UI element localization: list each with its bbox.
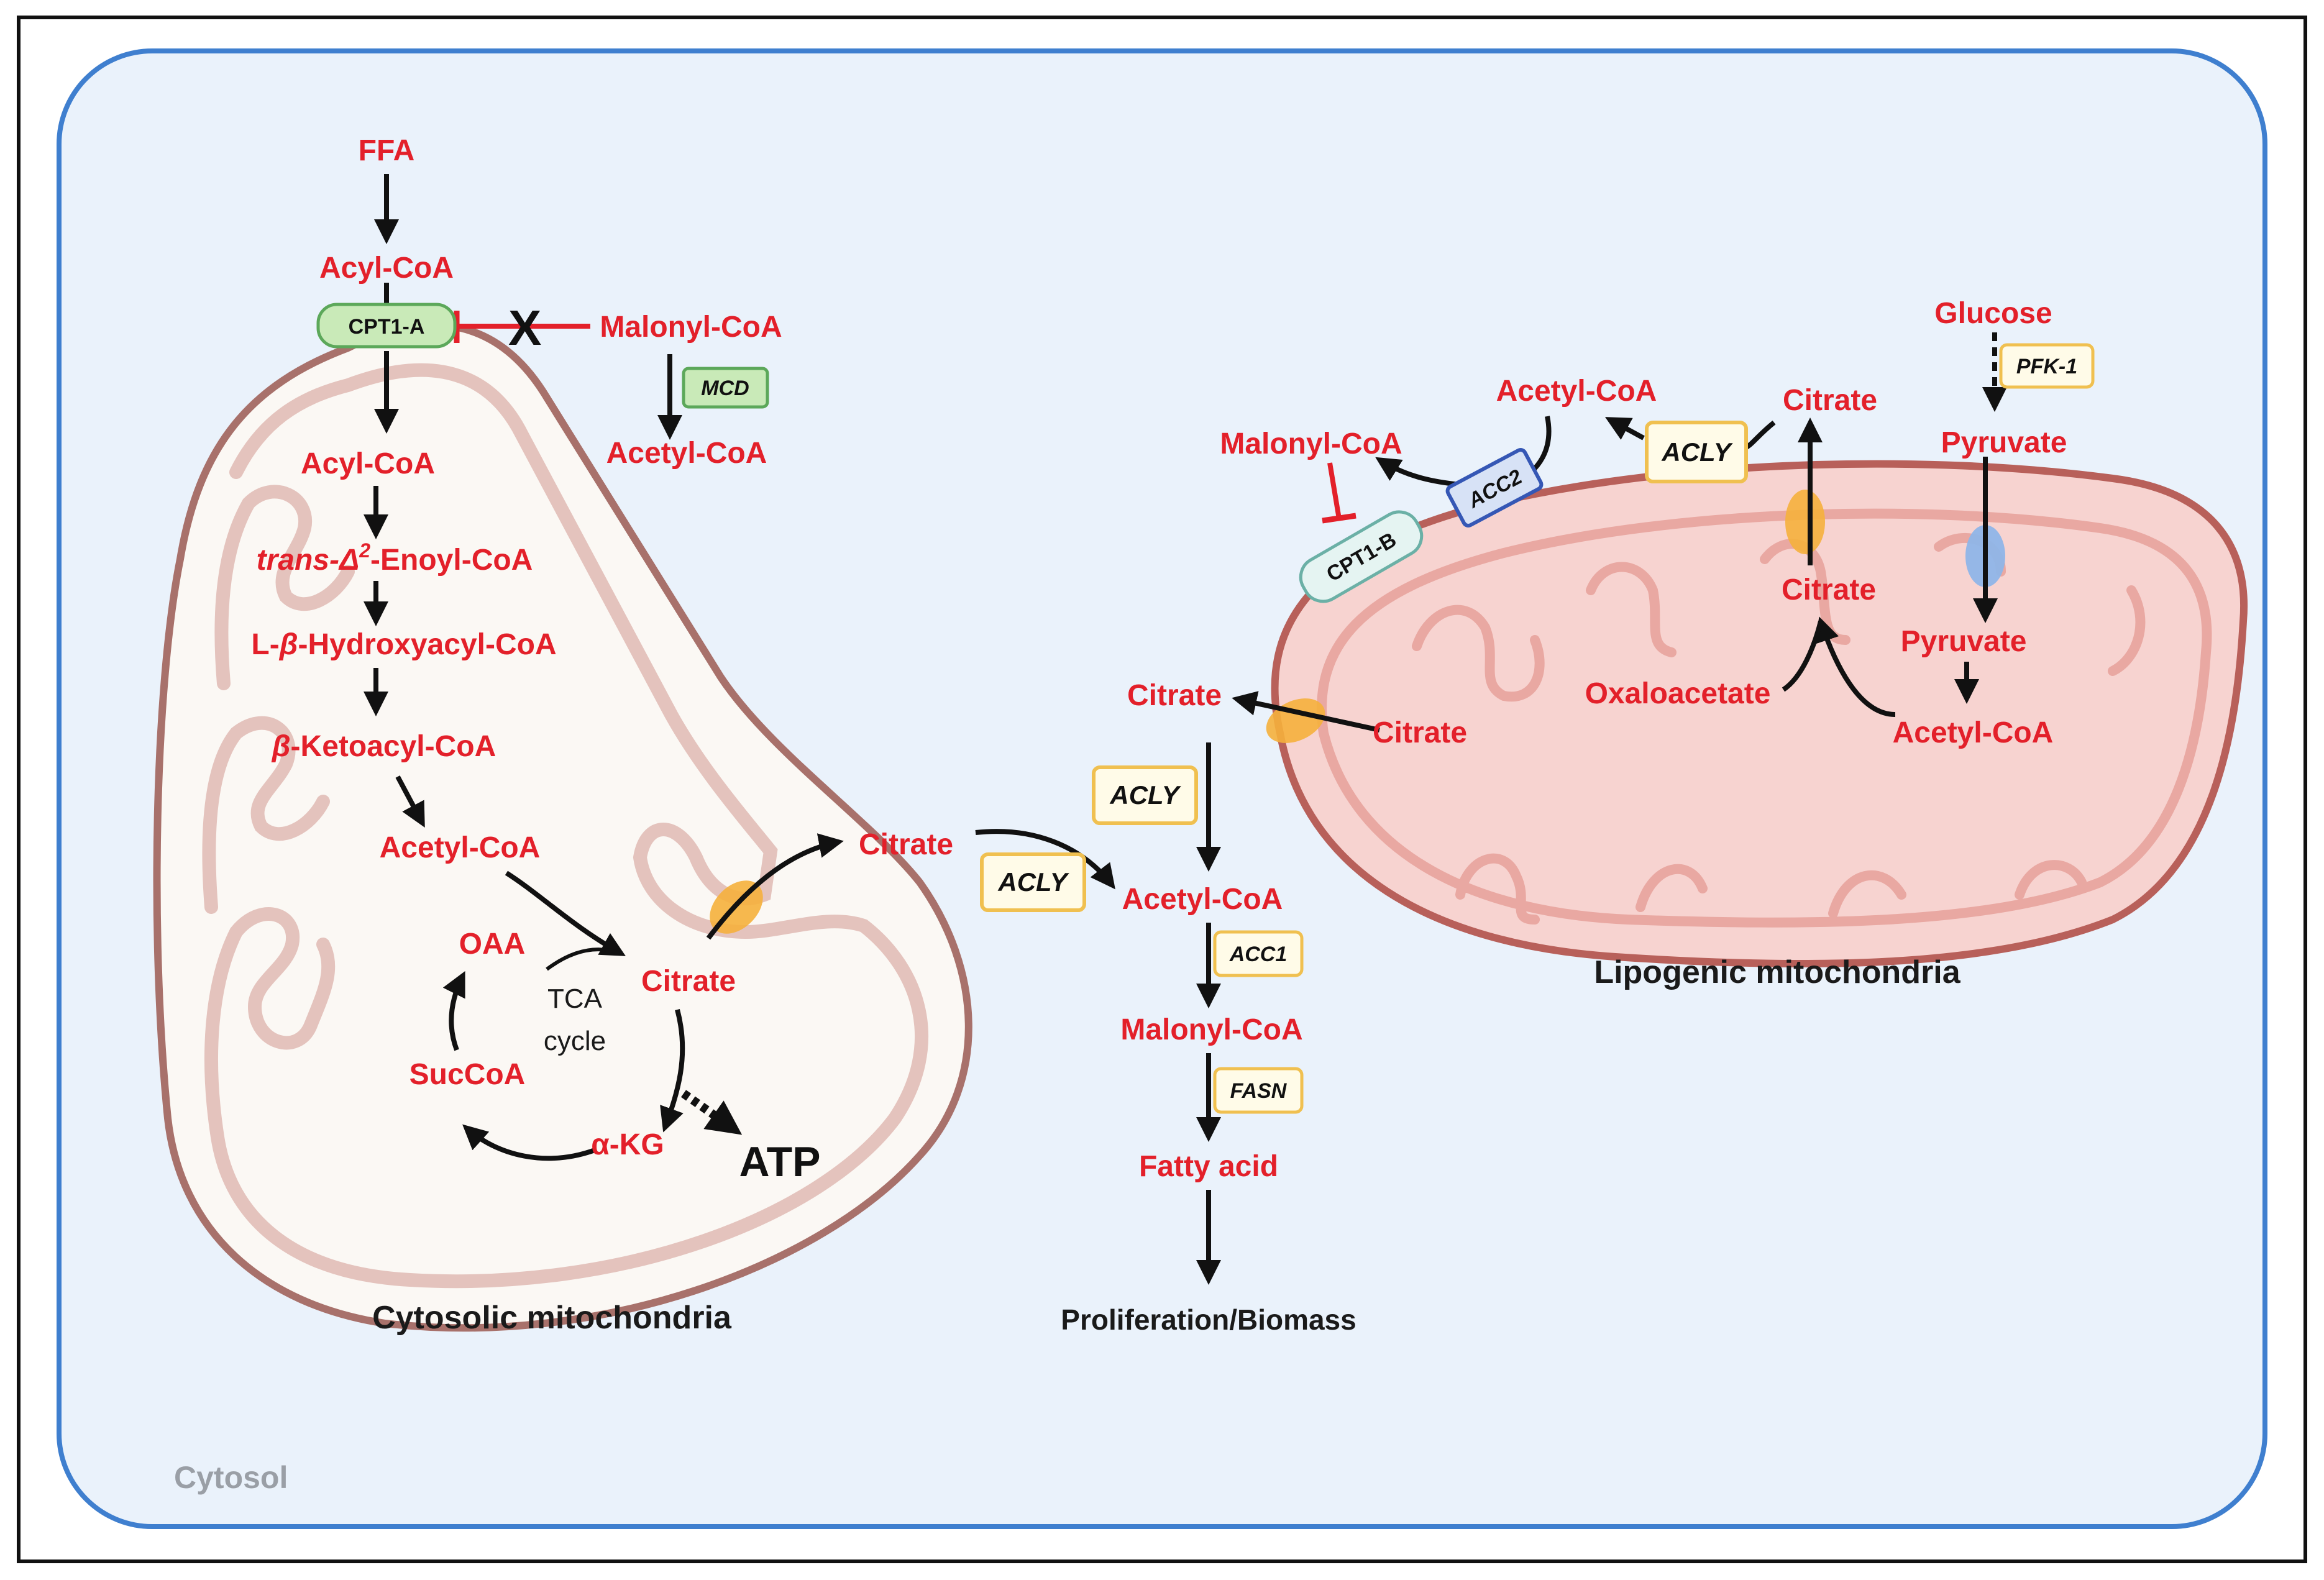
acly-enzyme-center: ACLY [1092, 765, 1198, 825]
hydroxy-suffix: -Hydroxyacyl-CoA [298, 628, 557, 661]
left-mito-cristae [202, 363, 928, 1289]
svg-text:FASN: FASN [1230, 1079, 1288, 1103]
svg-text:PFK-1: PFK-1 [2016, 355, 2077, 378]
pfk1-enzyme: PFK-1 [1999, 343, 2095, 389]
cytosol-label: Cytosol [174, 1460, 288, 1495]
enoyl-suffix: -Enoyl-CoA [370, 544, 533, 577]
oxaloacetate-label: Oxaloacetate [1585, 677, 1771, 710]
citrate-right-inner-label: Citrate [1373, 716, 1467, 749]
right-citrate-transporter-top [1785, 490, 1825, 554]
center-pathway-arrows [975, 691, 1380, 1285]
ketoacyl-coa-label: β-Ketoacyl-CoA [271, 730, 496, 763]
hydroxy-beta: β [278, 628, 298, 661]
cytosolic-mitochondrion [153, 321, 972, 1332]
acetyl-coa-mito-label: Acetyl-CoA [380, 831, 541, 864]
akg-label: α-KG [591, 1128, 664, 1161]
left-mito-title: Cytosolic mitochondria [372, 1300, 732, 1336]
fasn-enzyme: FASN [1213, 1067, 1304, 1114]
citrate-center-top-label: Citrate [1127, 679, 1222, 712]
enoyl-coa-label: trans-Δ2-Enoyl-CoA [257, 539, 533, 577]
keto-suffix: -Ketoacyl-CoA [291, 730, 496, 763]
right-mito-title: Lipogenic mitochondria [1594, 954, 1960, 990]
left-mito-outer-membrane [153, 321, 972, 1332]
pyruvate-mito-label: Pyruvate [1901, 625, 2027, 658]
citrate-tca-label: Citrate [641, 965, 736, 998]
acyl-coa-cytosol-label: Acyl-CoA [319, 252, 454, 285]
acetyl-coa-right-mito-label: Acetyl-CoA [1893, 716, 2054, 749]
citrate-right-mito-label: Citrate [1782, 573, 1876, 606]
enoyl-superscript: 2 [359, 539, 370, 562]
mcd-enzyme: MCD [682, 367, 769, 409]
acc1-enzyme: ACC1 [1213, 930, 1304, 977]
svg-text:ACLY: ACLY [1109, 780, 1181, 810]
hydroxy-prefix: L- [251, 628, 279, 661]
enoyl-prefix: trans-Δ [257, 544, 360, 577]
keto-beta: β [271, 730, 291, 763]
svg-text:ACLY: ACLY [997, 867, 1069, 897]
hydroxyacyl-coa-label: L-β-Hydroxyacyl-CoA [251, 628, 556, 661]
blocked-x-mark: X [508, 300, 541, 355]
cpt1b-inhibition [1322, 462, 1356, 524]
malonyl-coa-left-label: Malonyl-CoA [600, 311, 782, 344]
svg-text:CPT1-A: CPT1-A [349, 315, 425, 339]
acly-enzyme-right: ACLY [1645, 421, 1748, 483]
svg-text:MCD: MCD [701, 377, 749, 400]
citrate-right-top-label: Citrate [1783, 384, 1877, 417]
tca-label-line1: TCA [547, 984, 603, 1014]
cpt1a-enzyme: CPT1-A [316, 303, 457, 349]
glucose-label: Glucose [1934, 297, 2052, 330]
fatty-acid-label: Fatty acid [1139, 1150, 1278, 1183]
svg-text:ACLY: ACLY [1661, 437, 1733, 467]
acetyl-coa-right-cytosol-label: Acetyl-CoA [1496, 375, 1657, 408]
acetyl-coa-cytosol-left-label: Acetyl-CoA [606, 437, 767, 470]
svg-text:ACC1: ACC1 [1229, 943, 1288, 966]
succoa-label: SucCoA [409, 1058, 526, 1091]
malonyl-coa-center-label: Malonyl-CoA [1120, 1013, 1302, 1046]
ffa-label: FFA [359, 134, 415, 167]
atp-label: ATP [739, 1138, 821, 1185]
oaa-label: OAA [459, 928, 526, 961]
left-pathway-arrows [364, 174, 844, 1161]
acyl-coa-mito-label: Acyl-CoA [301, 447, 435, 480]
pyruvate-cytosol-label: Pyruvate [1941, 426, 2067, 459]
acc2-enzyme: ACC2 [1445, 448, 1544, 527]
malonyl-coa-right-label: Malonyl-CoA [1220, 427, 1402, 460]
cpt1a-inhibition [454, 311, 590, 343]
acly-enzyme-center-left: ACLY [980, 852, 1086, 912]
tca-label-line2: cycle [544, 1026, 606, 1056]
citrate-exported-label: Citrate [859, 828, 953, 861]
proliferation-label: Proliferation/Biomass [1061, 1304, 1356, 1336]
acetyl-coa-center-label: Acetyl-CoA [1122, 883, 1283, 916]
